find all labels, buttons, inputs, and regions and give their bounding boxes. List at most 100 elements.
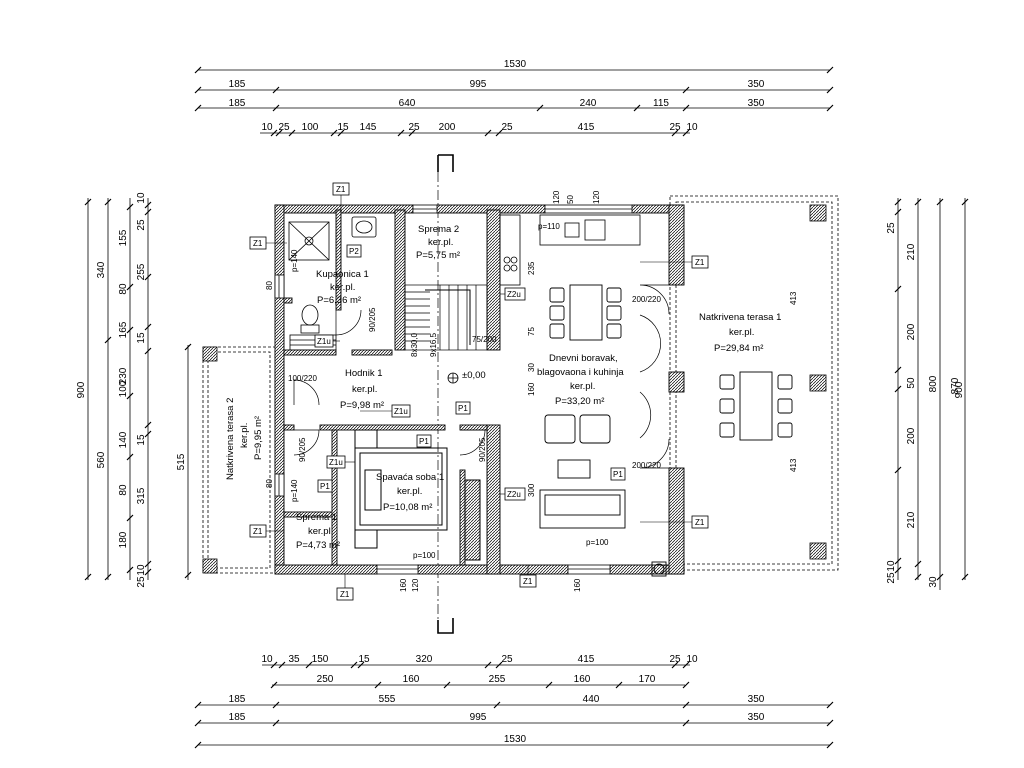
dim-bot-r4-1: 185: [229, 712, 246, 723]
kitchen-dim: 30: [527, 363, 536, 372]
door-label: 90/205: [368, 307, 377, 332]
door-label: 90/205: [478, 437, 487, 462]
room-sprema-2: Sprema 2 ker.pl. P=5,75 m²: [416, 224, 460, 261]
level-label: ±0,00: [462, 370, 486, 381]
dim-top-r4-3: 100: [302, 122, 319, 133]
tag-z1: Z1: [695, 258, 705, 267]
living-dim: 300: [527, 483, 536, 497]
dim-right-i6: 210: [906, 511, 917, 528]
tag-z1: Z1: [523, 577, 533, 586]
terrace-dim: 413: [789, 291, 798, 305]
dim-left-i4: 255: [136, 263, 147, 280]
dim-top-r2-b: 995: [470, 79, 487, 90]
window-height: 120: [411, 578, 420, 592]
dim-left-i5: 80: [118, 283, 129, 295]
stairs: [404, 284, 488, 351]
dim-right-i2: 210: [906, 243, 917, 260]
room-area: P=9,95 m²: [253, 416, 264, 460]
sill-label: p=140: [290, 249, 299, 272]
room-area: P=9,98 m²: [340, 400, 384, 411]
tag-p2: P2: [349, 247, 359, 256]
dim-right-i8: 25: [886, 572, 897, 584]
kitchen-dim: 235: [527, 261, 536, 275]
dim-right-i5: 200: [906, 427, 917, 444]
dim-bot-r2-5: 170: [639, 674, 656, 685]
dim-left-i10: 140: [118, 431, 129, 448]
dim-bot-r1-5: 320: [416, 654, 433, 665]
tag-z1: Z1: [336, 185, 346, 194]
dim-right-870: 870: [950, 377, 961, 394]
dim-top-r4-9: 415: [578, 122, 595, 133]
dim-bot-r1-4: 15: [358, 654, 370, 665]
room-area: P=33,20 m²: [555, 396, 604, 407]
window-height: 120: [592, 190, 601, 204]
dim-left-i1: 10: [136, 192, 147, 204]
dim-bot-total: 1530: [504, 734, 527, 745]
dim-bot-r1-3: 150: [312, 654, 329, 665]
room-area: P=5,75 m²: [416, 250, 460, 261]
room-name: Hodnik 1: [345, 368, 383, 379]
bathroom-fixtures: [288, 216, 377, 351]
door-label: 200/220: [632, 295, 661, 304]
room-name: Kupaonica 1: [316, 269, 369, 280]
dim-top-r4-2: 25: [278, 122, 290, 133]
dim-right-i3: 200: [906, 323, 917, 340]
dim-top-r3-d: 115: [653, 98, 669, 109]
dim-top-r3-c: 240: [580, 98, 597, 109]
section-line: [437, 154, 454, 634]
room-hodnik-1: Hodnik 1 ker.pl. P=9,98 m²: [340, 368, 384, 411]
room-name: Spavaća soba 1: [376, 472, 444, 483]
room-area: P=29,84 m²: [714, 343, 763, 354]
window-width: 80: [265, 479, 274, 488]
sill-label: p=100: [586, 538, 609, 547]
dim-left-i7: 15: [136, 332, 147, 344]
dim-left-i11: 15: [136, 434, 147, 446]
dim-bot-r1-7: 415: [578, 654, 595, 665]
sill-label: p=100: [413, 551, 436, 560]
dim-left-i15: 10: [136, 564, 147, 576]
door-label: 200/220: [632, 461, 661, 470]
tag-z2u: Z2u: [507, 490, 521, 499]
window-width: 160: [399, 578, 408, 592]
room-name-line2: blagovaona i kuhinja: [537, 367, 624, 378]
dim-top-r3-a: 185: [229, 98, 246, 109]
dim-top-r4-7: 200: [439, 122, 456, 133]
tag-p1: P1: [419, 437, 429, 446]
dim-bot-r1-9: 10: [686, 654, 698, 665]
dim-top-r4-4: 15: [337, 122, 349, 133]
tag-p1: P1: [320, 482, 330, 491]
kitchen-dim: 75: [527, 327, 536, 336]
dim-bot-r3-2: 555: [379, 694, 396, 705]
dim-top-r4-10: 25: [669, 122, 681, 133]
terrace-furniture: [719, 371, 793, 441]
dim-left-i13: 80: [118, 484, 129, 496]
dim-top-r3-e: 350: [748, 98, 765, 109]
room-sprema-1: Sprema 1 ker.pl. P=4,73 m²: [296, 512, 340, 551]
room-dnevni-boravak: Dnevni boravak, blagovaona i kuhinja ker…: [537, 353, 624, 407]
dim-bot-r2-2: 160: [403, 674, 420, 685]
dim-bot-r3-4: 350: [748, 694, 765, 705]
room-floor: ker.pl.: [428, 237, 453, 248]
room-floor: ker.pl.: [570, 381, 595, 392]
tag-p1: P1: [613, 470, 623, 479]
room-floor: ker.pl.: [239, 423, 250, 448]
dim-top-r4-6: 25: [408, 122, 420, 133]
dim-top-r4-8: 25: [501, 122, 513, 133]
dim-top-r3-b: 640: [399, 98, 416, 109]
room-floor: ker.pl.: [729, 327, 754, 338]
top-dimensions: [194, 66, 834, 137]
room-area: P=10,08 m²: [383, 502, 432, 513]
dim-top-total: 1530: [504, 59, 527, 70]
tag-z1: Z1: [695, 518, 705, 527]
kitchen-fixtures: [499, 214, 641, 286]
dim-top-r4-1: 10: [261, 122, 273, 133]
room-floor: ker.pl.: [330, 282, 355, 293]
window-height: 120: [552, 190, 561, 204]
dim-right-i1: 25: [886, 222, 897, 234]
bottom-dimensions: [194, 661, 834, 749]
room-name: Sprema 2: [418, 224, 459, 235]
room-name: Sprema 1: [296, 512, 337, 523]
outdoor-post: [651, 561, 667, 577]
tag-z1u: Z1u: [317, 337, 331, 346]
